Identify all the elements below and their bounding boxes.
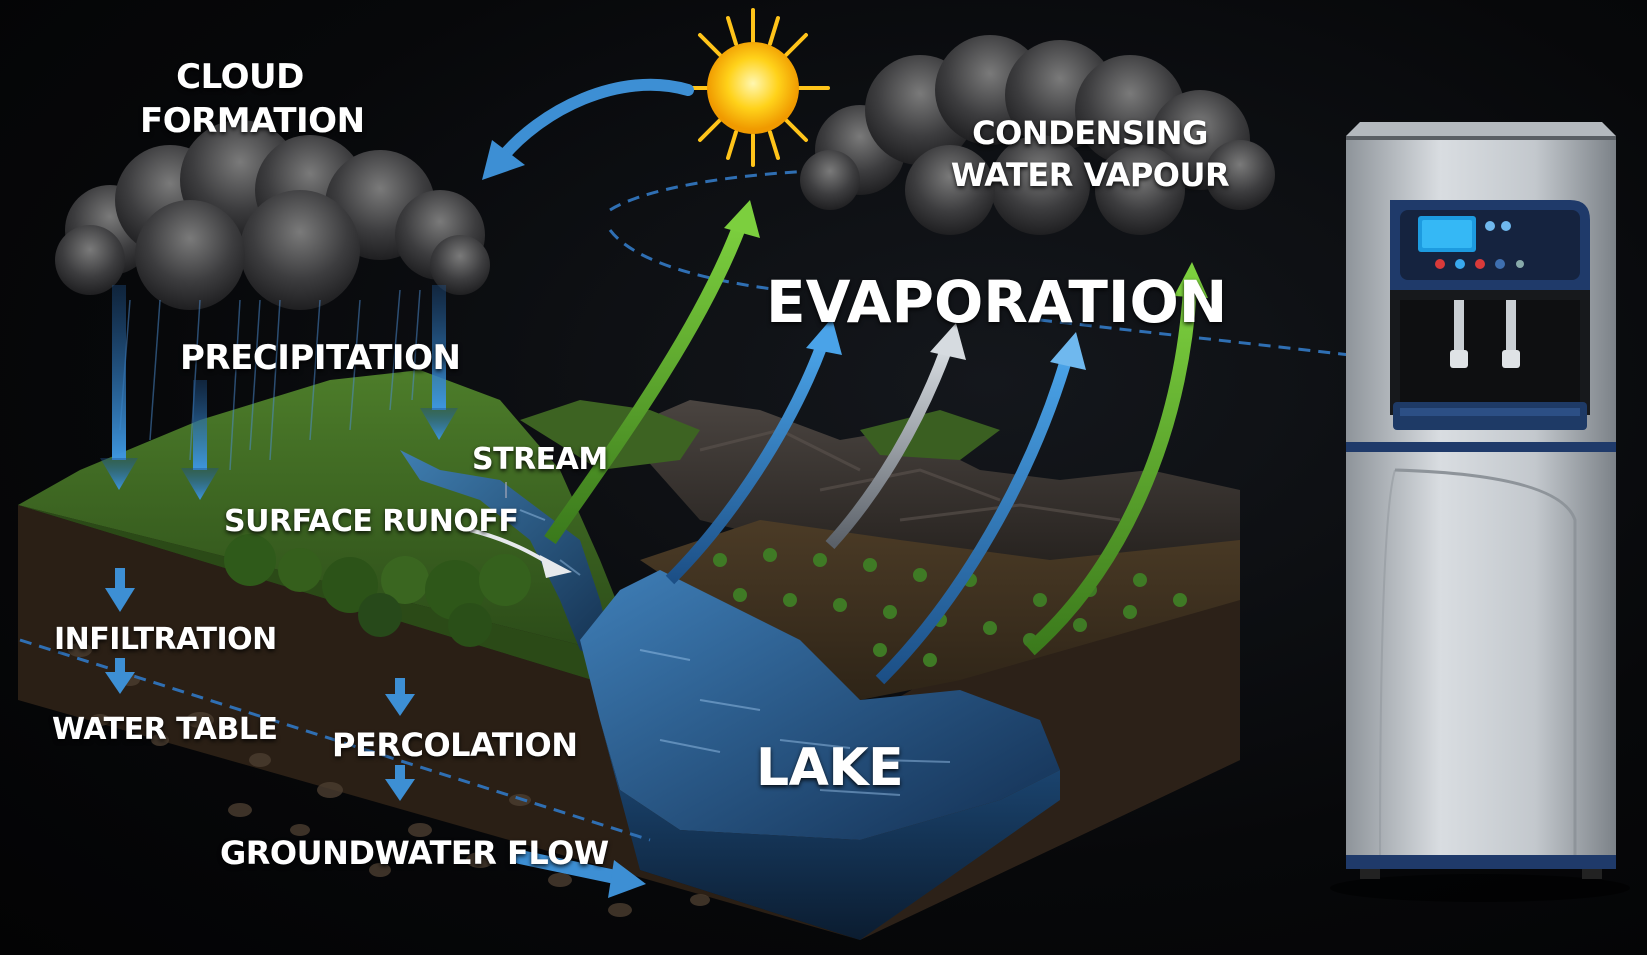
label-lake: LAKE bbox=[756, 738, 904, 798]
trees bbox=[224, 534, 531, 647]
label-cloud-formation: CLOUD FORMATION bbox=[140, 57, 365, 141]
infiltration-arrows bbox=[105, 568, 415, 801]
sun-to-cloud-arrow bbox=[494, 78, 694, 166]
label-precipitation: PRECIPITATION bbox=[180, 338, 461, 378]
label-condensing-water-vapour: CONDENSING WATER VAPOUR bbox=[950, 114, 1230, 194]
groundwater-flow-arrow bbox=[513, 850, 646, 898]
lake-surface bbox=[580, 570, 1060, 840]
label-evaporation: EVAPORATION bbox=[766, 268, 1228, 336]
label-stream: STREAM bbox=[472, 442, 608, 477]
evaporation-arrows bbox=[544, 200, 1208, 685]
vapour-cloud-icon bbox=[800, 35, 1275, 235]
pebbles bbox=[68, 643, 710, 917]
label-groundwater-flow: GROUNDWATER FLOW bbox=[220, 834, 609, 872]
surface-runoff-arrow bbox=[469, 528, 572, 578]
label-water-table: WATER TABLE bbox=[52, 712, 278, 747]
label-surface-runoff: SURFACE RUNOFF bbox=[224, 504, 519, 539]
sun-icon bbox=[678, 8, 830, 167]
precipitation-arrows bbox=[100, 285, 458, 500]
grassy-hill bbox=[18, 370, 640, 720]
lake-side bbox=[600, 720, 1060, 940]
crop-plants bbox=[713, 548, 1187, 667]
rain-cloud-icon bbox=[55, 120, 490, 471]
water-dispenser-icon bbox=[1330, 122, 1630, 902]
label-infiltration: INFILTRATION bbox=[54, 622, 277, 657]
label-percolation: PERCOLATION bbox=[332, 726, 578, 764]
